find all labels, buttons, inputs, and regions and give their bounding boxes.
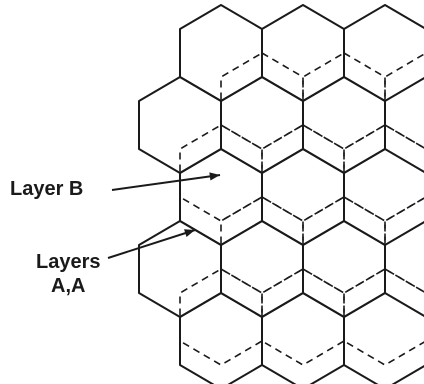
layer-a-hexagon [179, 292, 263, 384]
layer-a-hexagon [261, 292, 345, 384]
layers-a-label-line1: Layers [36, 251, 101, 273]
layer-b-hexagon [384, 197, 424, 293]
layer-a-hexagon [343, 292, 424, 384]
layers-a-label-line2: A,A [51, 275, 86, 297]
layers-a-pointer-arrow [107, 229, 196, 259]
layers-a-pointer-arrow-head [184, 229, 195, 238]
layer-b-pointer-arrow [111, 174, 221, 191]
layer-a-hexagon [343, 148, 424, 246]
layer-b-pointer-arrow-head [209, 172, 220, 181]
layer-b-label: Layer B [10, 178, 84, 200]
layers-a-label: Layers A,A [36, 250, 101, 298]
layer-b-hexagon [384, 53, 424, 149]
layer-a-hexagon [343, 4, 424, 102]
label-pointers [107, 172, 221, 259]
layer-a-solid-hexagons [138, 4, 424, 384]
